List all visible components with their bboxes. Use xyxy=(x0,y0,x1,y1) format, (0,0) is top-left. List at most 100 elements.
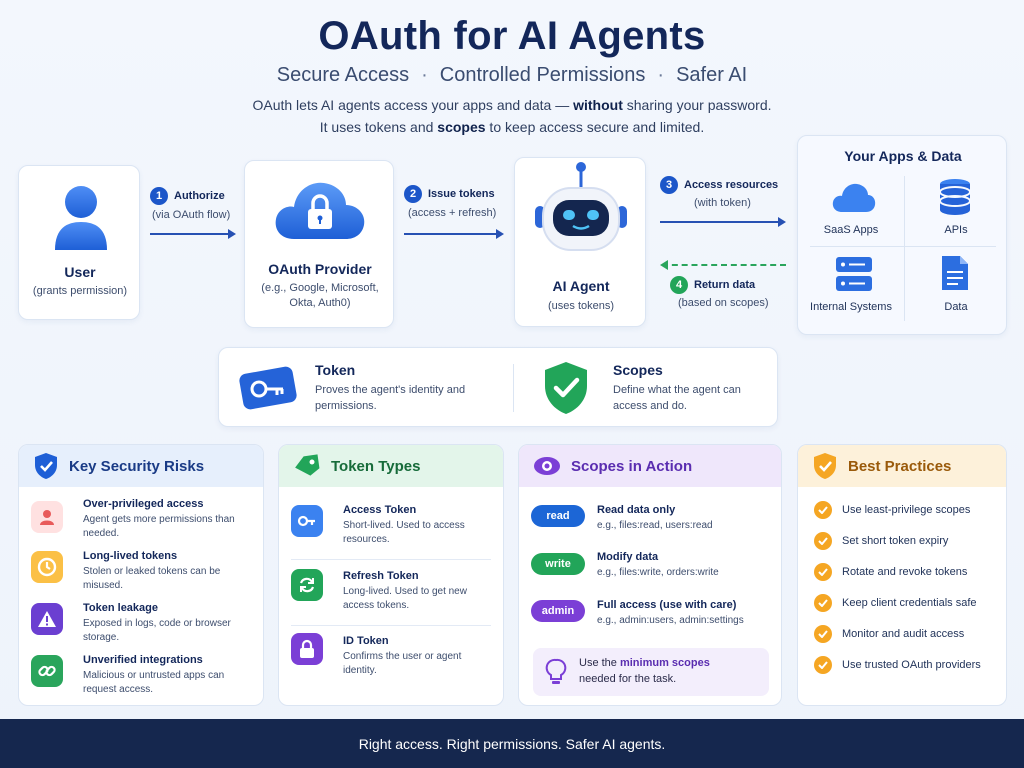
ai-agent-node: AI Agent (uses tokens) xyxy=(514,157,646,327)
shield-check-icon xyxy=(35,453,57,479)
eye-target-icon xyxy=(534,457,560,475)
scopes-desc: Define what the agent can access and do. xyxy=(613,384,741,412)
best-practices-header: Best Practices xyxy=(798,445,1006,487)
provider-label: OAuth Provider xyxy=(268,261,372,277)
intro-line-1: OAuth lets AI agents access your apps an… xyxy=(252,97,772,113)
robot-icon xyxy=(535,162,627,251)
check-icon xyxy=(814,594,832,612)
scope-pill-admin: admin xyxy=(531,600,585,622)
step-4-sub: (based on scopes) xyxy=(678,297,769,309)
scope-desc: e.g., files:write, orders:write xyxy=(597,567,719,578)
scope-title: Read data only xyxy=(597,504,676,516)
lightbulb-icon xyxy=(545,658,567,684)
risk-desc: Exposed in logs, code or browser storage… xyxy=(83,618,231,643)
scopes-action-header: Scopes in Action xyxy=(519,445,781,487)
subtitle-item: Secure Access xyxy=(276,64,410,86)
subtitle-item: Controlled Permissions xyxy=(439,64,646,86)
server-icon xyxy=(836,257,872,291)
risk-title: Long-lived tokens xyxy=(83,550,178,562)
step-1-sub: (via OAuth flow) xyxy=(152,209,231,221)
risk-title: Unverified integrations xyxy=(83,654,203,666)
arrow-issue-tokens xyxy=(404,229,504,239)
provider-sub: (e.g., Google, Microsoft, Okta, Auth0) xyxy=(261,282,379,309)
apps-title: Your Apps & Data xyxy=(844,148,962,164)
check-icon xyxy=(814,656,832,674)
token-desc: Proves the agent's identity and permissi… xyxy=(315,384,466,412)
check-icon xyxy=(814,563,832,581)
scope-desc: e.g., admin:users, admin:settings xyxy=(597,615,744,626)
user-sub: (grants permission) xyxy=(32,285,128,297)
user-node: User (grants permission) xyxy=(18,165,140,320)
arrow-return-data xyxy=(660,260,786,270)
scope-desc: e.g., files:read, users:read xyxy=(597,520,713,531)
scopes-action-panel: Scopes in Action read Read data only e.g… xyxy=(518,444,782,706)
page-title: OAuth for AI Agents xyxy=(318,14,706,58)
alert-icon xyxy=(31,603,63,635)
id-lock-icon xyxy=(291,633,323,665)
apps-data-panel: Your Apps & Data SaaS Apps APIs Internal… xyxy=(797,135,1007,335)
saas-cloud-icon xyxy=(832,183,876,212)
best-practice-item: Use trusted OAuth providers xyxy=(814,656,981,674)
app-internal-label: Internal Systems xyxy=(810,301,892,313)
token-type-desc: Short-lived. Used to access resources. xyxy=(343,520,465,545)
shield-check-icon xyxy=(814,453,836,479)
oauth-provider-node: OAuth Provider (e.g., Google, Microsoft,… xyxy=(244,160,394,328)
app-data-label: Data xyxy=(944,301,968,313)
refresh-icon xyxy=(291,569,323,601)
token-type-title: ID Token xyxy=(343,635,389,647)
token-type-title: Refresh Token xyxy=(343,570,419,582)
scope-pill-read: read xyxy=(531,505,585,527)
arrow-access-resources xyxy=(660,217,786,227)
token-key-icon xyxy=(239,366,297,410)
risk-title: Token leakage xyxy=(83,602,158,614)
token-type-title: Access Token xyxy=(343,504,417,516)
scopes-shield-icon xyxy=(545,362,587,414)
security-risks-panel: Key Security Risks Over-privileged acces… xyxy=(18,444,264,706)
scope-pill-write: write xyxy=(531,553,585,575)
document-icon xyxy=(942,256,968,290)
intro-line-2: It uses tokens and scopes to keep access… xyxy=(319,119,705,135)
check-icon xyxy=(814,501,832,519)
step-2-sub: (access + refresh) xyxy=(408,207,497,219)
subtitle-item: Safer AI xyxy=(676,64,748,86)
step-3-sub: (with token) xyxy=(694,197,751,209)
risk-desc: Stolen or leaked tokens can be misused. xyxy=(83,566,221,591)
arrow-authorize xyxy=(150,229,236,239)
user-icon xyxy=(55,186,107,250)
risk-desc: Malicious or untrusted apps can request … xyxy=(83,670,225,695)
footer-banner: Right access. Right permissions. Safer A… xyxy=(0,719,1024,768)
app-saas-label: SaaS Apps xyxy=(823,224,879,236)
agent-sub: (uses tokens) xyxy=(547,300,615,312)
best-practices-panel: Best Practices Use least-privilege scope… xyxy=(797,444,1007,706)
cloud-lock-icon xyxy=(275,182,365,239)
access-token-icon xyxy=(291,505,323,537)
clock-icon xyxy=(31,551,63,583)
best-practice-item: Use least-privilege scopes xyxy=(814,501,970,519)
best-practice-item: Keep client credentials safe xyxy=(814,594,977,612)
api-database-icon xyxy=(939,179,971,215)
scopes-title: Scopes xyxy=(613,362,663,378)
best-practice-item: Rotate and revoke tokens xyxy=(814,563,967,581)
app-apis-label: APIs xyxy=(944,224,968,236)
page-subtitle: Secure Access·Controlled Permissions·Saf… xyxy=(276,64,748,86)
scope-title: Modify data xyxy=(597,551,659,563)
agent-label: AI Agent xyxy=(552,278,610,294)
user-label: User xyxy=(64,264,96,280)
best-practice-item: Set short token expiry xyxy=(814,532,948,550)
token-types-panel: Token Types Access Token Short-lived. Us… xyxy=(278,444,504,706)
check-icon xyxy=(814,532,832,550)
concepts-bar: Token Proves the agent's identity and pe… xyxy=(218,347,778,427)
token-types-header: Token Types xyxy=(279,445,503,487)
best-practice-item: Monitor and audit access xyxy=(814,625,964,643)
check-icon xyxy=(814,625,832,643)
scope-title: Full access (use with care) xyxy=(597,599,737,611)
token-type-desc: Long-lived. Used to get new access token… xyxy=(343,586,467,611)
scope-tip-box: Use the minimum scopes needed for the ta… xyxy=(533,648,769,696)
token-title: Token xyxy=(315,362,356,378)
risk-desc: Agent gets more permissions than needed. xyxy=(83,514,235,539)
token-type-desc: Confirms the user or agent identity. xyxy=(343,651,462,676)
link-icon xyxy=(31,655,63,687)
